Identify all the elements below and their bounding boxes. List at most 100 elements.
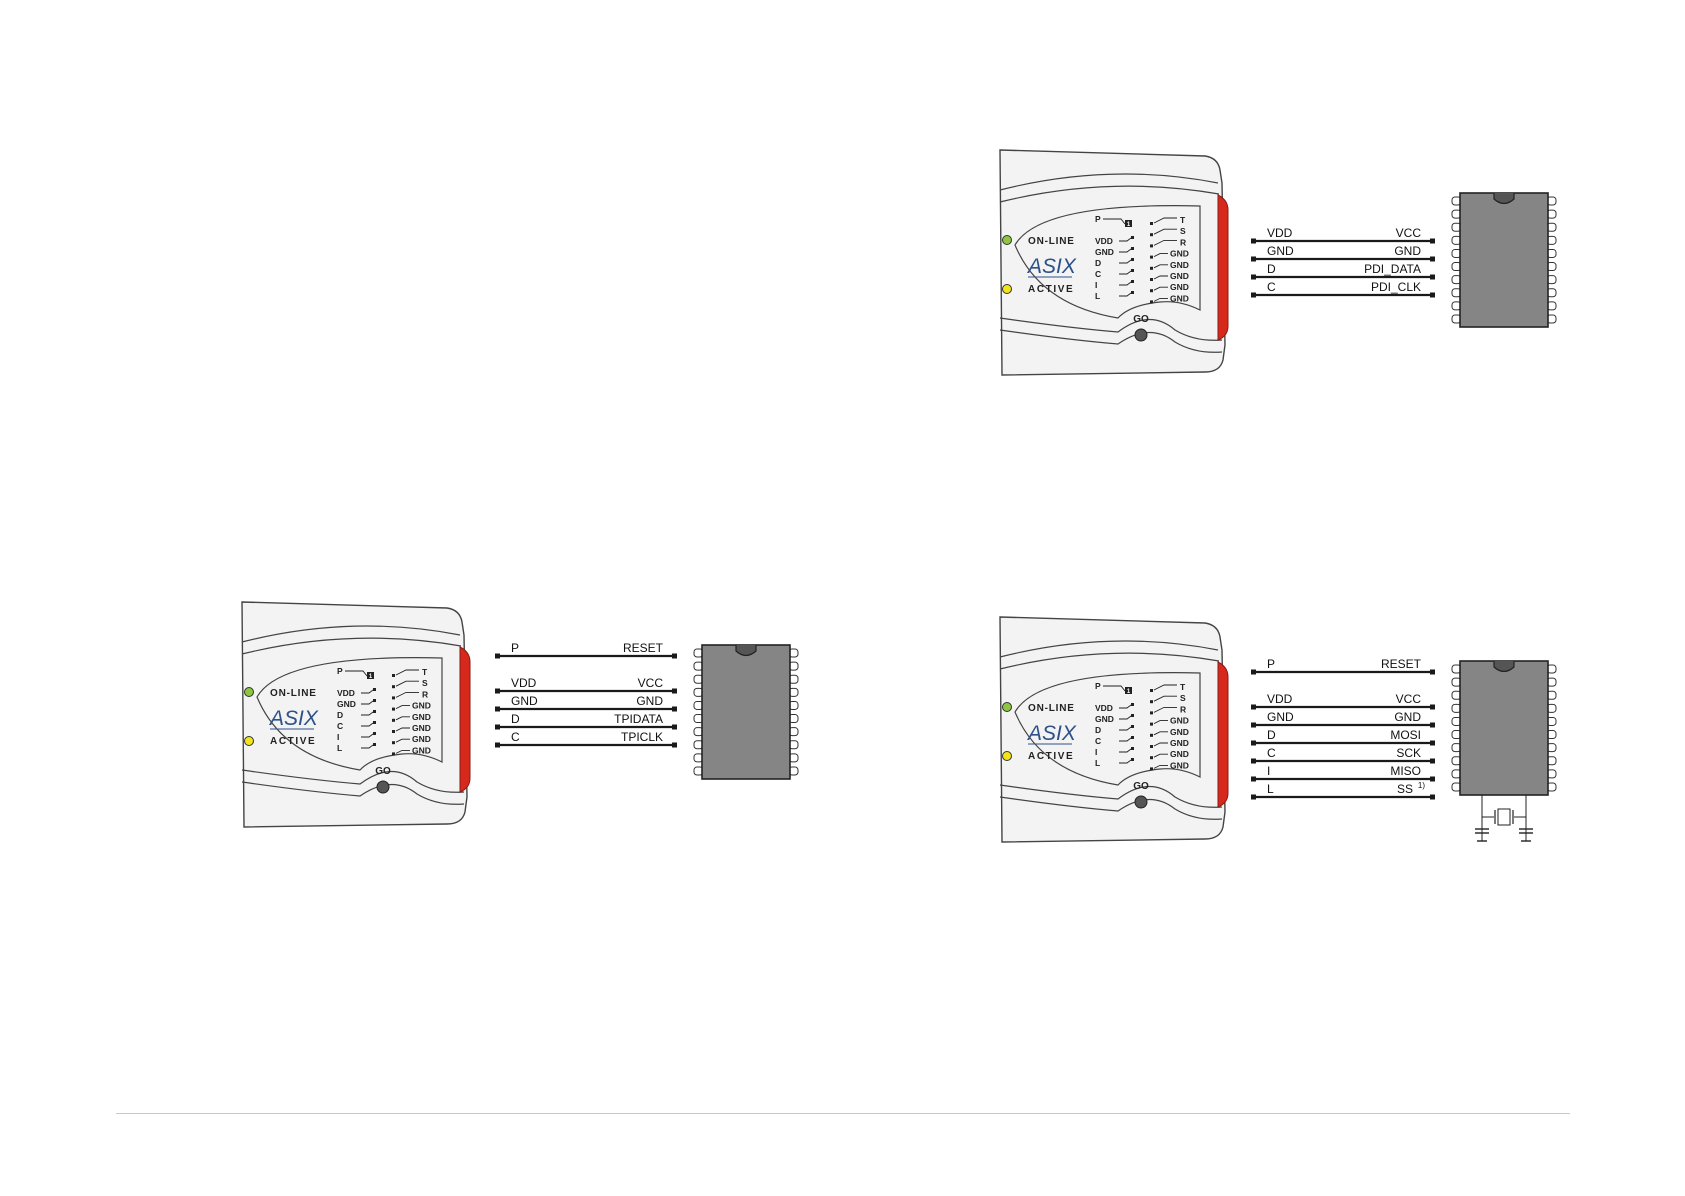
tpi-left-pin-vdd: VDD [337,688,355,698]
tpi-online-led-icon [244,687,254,697]
spi-wire-end [1251,758,1256,764]
pdi-wire-right-label: VCC [1396,226,1422,240]
pdi-switch-label: 1 [1127,222,1131,228]
tpi-pin-dot [392,752,395,756]
spi-wire-right-label: MISO [1390,764,1421,778]
tpi-pin-trace [345,670,368,677]
spi-left-pin-p: P [1095,681,1101,691]
tpi-wire-right-label: TPIDATA [614,712,663,726]
pdi-left-pin-i: I [1095,280,1097,290]
pdi-wire-end [1251,274,1256,280]
spi-pin-dot [1150,756,1153,760]
tpi-online-label: ON-LINE [270,688,317,699]
pdi-wire-end [1430,256,1435,262]
pdi-right-pin-1: S [1180,226,1186,236]
pdi-pin-dot [1131,236,1134,239]
spi-online-label: ON-LINE [1028,703,1075,714]
spi-right-pin-2: R [1180,704,1186,714]
tpi-pin-dot [392,730,395,733]
tpi-wire-end [495,688,500,694]
pdi-pin-trace [1153,239,1177,246]
pdi-panel-outline [1014,205,1201,319]
tpi-wire-end [672,742,677,748]
spi-wire-right-label: SCK [1396,746,1421,760]
spi-wire-end [1251,669,1256,675]
pdi-right-pin-5: GND [1170,271,1189,281]
tpi-bottom-groove [241,769,465,793]
spi-right-pin-5: GND [1170,738,1189,748]
tpi-right-pin-4: GND [412,712,431,722]
spi-active-led-icon [1002,751,1012,761]
tpi-left-pin-d: D [337,710,343,720]
spi-pin-trace [1119,759,1132,764]
tpi-wire-left-label: P [511,641,519,655]
tpi-pin-trace [361,744,374,749]
pdi-pin-dot [1131,291,1134,294]
pdi-pin-dot [1150,244,1153,248]
pdi-pin-trace [1119,281,1132,286]
pdi-wire-end [1430,238,1435,244]
spi-top-groove-inner [999,652,1220,670]
spi-pin-dot [1131,736,1134,739]
pdi-right-pin-0: T [1180,215,1186,225]
pdi-red-stripe [1217,194,1229,341]
spi-left-pin-d: D [1095,725,1101,735]
pdi-left-pin-gnd: GND [1095,247,1114,257]
tpi-right-pin-0: T [422,667,428,677]
pdi-pin-dot [1131,258,1134,261]
spi-pin-dot [1150,767,1153,771]
pdi-pin-trace [1153,286,1168,291]
tpi-red-stripe [459,646,471,793]
spi-wire-right-label: GND [1394,710,1421,724]
pdi-wire-end [1430,274,1435,280]
pdi-pin-trace [1119,237,1132,242]
pdi-pin-trace [1153,217,1177,224]
spi-wire-end [1251,776,1256,782]
spi-left-pin-gnd: GND [1095,714,1114,724]
tpi-right-pin-1: S [422,678,428,688]
spi-pin-trace [1119,704,1132,709]
tpi-left-pin-p: P [337,666,343,676]
spi-pin-trace [1119,715,1132,720]
pdi-active-label: ACTIVE [1028,284,1074,295]
spi-wire-left-label: D [1267,728,1276,742]
spi-pin-trace [1119,748,1132,753]
tpi-pin-trace [361,689,374,694]
spi-pin-dot [1131,714,1134,717]
pdi-wire-left-label: VDD [1267,226,1293,240]
tpi-wire-end [672,706,677,712]
pdi-pin-dot [1150,233,1153,237]
tpi-pin-dot [373,721,376,724]
spi-active-label: ACTIVE [1028,751,1074,762]
pdi-pin-trace [1153,228,1177,235]
tpi-pin-trace [395,705,410,710]
spi-wire-end [1251,722,1256,728]
tpi-pin-trace [361,700,374,705]
spi-red-stripe [1217,661,1229,808]
pdi-top-groove [999,173,1219,191]
spi-wire-end [1430,758,1435,764]
spi-wire-end [1251,794,1256,800]
pdi-left-pin-p: P [1095,214,1101,224]
spi-switch-box [1125,687,1132,694]
spi-wire-end [1430,740,1435,746]
pdi-wire-end [1251,238,1256,244]
spi-pin-trace [1103,685,1126,692]
spi-bottom-groove [999,784,1223,808]
tpi-right-pin-6: GND [412,734,431,744]
pdi-wire-left-label: D [1267,262,1276,276]
spi-pin-trace [1153,742,1168,747]
tpi-wire-end [495,706,500,712]
tpi-pin-dot [392,741,395,745]
spi-pin-trace [1153,706,1177,713]
pdi-online-label: ON-LINE [1028,236,1075,247]
tpi-switch-label: 1 [369,674,373,680]
pdi-wire-right-label: GND [1394,244,1421,258]
tpi-wire-end [495,742,500,748]
spi-pin-dot [1131,758,1134,761]
pdi-wire-left-label: GND [1267,244,1294,258]
tpi-right-pin-5: GND [412,723,431,733]
pdi-diagram: ON-LINEACTIVEASIXGOP1VDDGNDDCILTSRGNDGND… [999,149,1557,376]
spi-crystal-icon [1497,808,1511,826]
pdi-left-pin-d: D [1095,258,1101,268]
